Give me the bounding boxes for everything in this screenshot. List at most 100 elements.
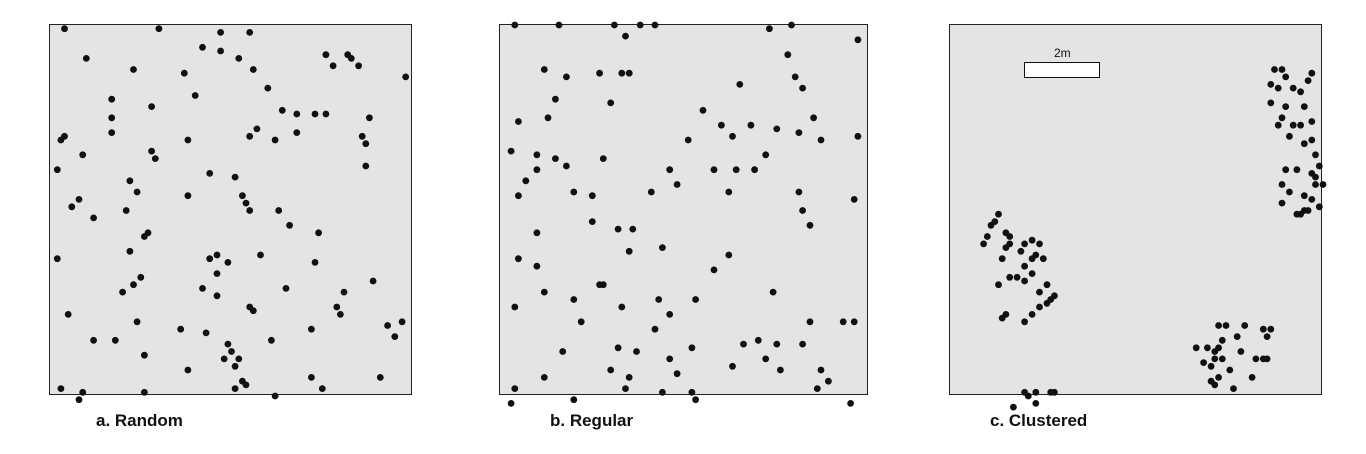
point-marker — [53, 255, 61, 263]
point-marker — [614, 344, 622, 352]
point-marker — [253, 125, 261, 133]
point-marker — [1024, 392, 1032, 400]
point-marker — [282, 285, 290, 292]
point-marker — [1021, 318, 1028, 326]
point-marker — [202, 329, 210, 337]
point-marker — [799, 84, 806, 92]
point-marker — [1274, 121, 1282, 129]
point-marker — [1308, 69, 1316, 77]
point-marker — [729, 132, 736, 140]
point-marker — [1036, 288, 1043, 296]
point-marker — [384, 322, 391, 329]
point-marker — [1282, 103, 1290, 110]
point-marker — [53, 166, 61, 174]
point-marker — [228, 348, 235, 355]
point-marker — [1282, 73, 1290, 81]
point-marker — [239, 192, 246, 200]
point-marker — [1211, 355, 1219, 363]
point-marker — [340, 288, 348, 296]
point-marker — [184, 192, 192, 200]
point-marker — [108, 114, 116, 122]
point-marker — [666, 166, 674, 174]
point-marker — [817, 136, 825, 144]
point-marker — [729, 362, 736, 370]
point-marker — [1289, 121, 1297, 129]
point-marker — [629, 225, 637, 233]
point-marker — [224, 259, 232, 266]
panel-random — [49, 24, 412, 404]
point-marker — [998, 255, 1006, 263]
point-marker — [659, 388, 666, 396]
point-marker — [1252, 355, 1260, 363]
point-marker — [1248, 374, 1256, 381]
caption-clustered: c. Clustered — [990, 411, 1088, 430]
point-marker — [1237, 348, 1245, 355]
point-marker — [1267, 325, 1275, 333]
point-marker — [1263, 333, 1271, 340]
point-marker — [570, 296, 578, 303]
point-marker — [61, 25, 68, 33]
point-marker — [625, 69, 633, 77]
point-marker — [1218, 336, 1226, 344]
point-marker — [133, 188, 141, 196]
point-marker — [311, 259, 319, 266]
point-marker — [126, 247, 134, 255]
point-marker — [987, 221, 995, 229]
point-marker — [1267, 81, 1275, 88]
point-marker — [268, 336, 275, 344]
point-marker — [1259, 325, 1267, 333]
point-marker — [980, 240, 987, 248]
point-marker — [1204, 344, 1211, 352]
point-marker — [1312, 151, 1319, 159]
point-marker — [511, 303, 519, 311]
point-marker — [293, 110, 301, 118]
point-marker — [1293, 210, 1301, 218]
point-marker — [511, 21, 519, 29]
regular-points-plot — [507, 21, 862, 407]
point-marker — [666, 355, 674, 363]
point-marker — [754, 336, 762, 344]
point-marker — [995, 210, 1002, 218]
point-marker — [213, 251, 221, 259]
point-marker — [1312, 181, 1319, 188]
point-marker — [596, 69, 603, 77]
point-marker — [108, 95, 116, 103]
point-marker — [699, 106, 707, 114]
point-marker — [618, 303, 626, 311]
point-marker — [1002, 311, 1010, 318]
point-marker — [655, 296, 663, 303]
point-marker — [854, 36, 862, 44]
point-marker — [625, 247, 633, 255]
point-marker — [544, 114, 552, 122]
scale-bar-label: 2m — [1054, 46, 1071, 60]
point-marker — [718, 121, 725, 129]
panel-clustered: 2m — [949, 24, 1327, 411]
point-marker — [1241, 322, 1249, 329]
point-marker — [559, 348, 567, 355]
point-marker — [651, 21, 659, 29]
point-marker — [983, 233, 991, 240]
point-marker — [141, 351, 148, 359]
point-marker — [1267, 99, 1275, 107]
point-marker — [1274, 84, 1282, 92]
point-marker — [1032, 400, 1040, 407]
point-marker — [311, 110, 319, 118]
point-marker — [1215, 374, 1222, 381]
point-marker — [184, 366, 192, 374]
point-marker — [666, 311, 674, 318]
point-marker — [398, 318, 406, 326]
point-marker — [1304, 207, 1312, 214]
point-marker — [75, 396, 83, 404]
point-marker — [1308, 136, 1316, 144]
point-marker — [318, 385, 326, 392]
point-marker — [206, 255, 214, 263]
caption-regular: b. Regular — [550, 411, 634, 430]
point-marker — [79, 388, 87, 396]
point-marker — [329, 62, 337, 70]
point-marker — [515, 192, 522, 200]
point-marker — [1215, 322, 1222, 329]
point-marker — [607, 99, 615, 107]
point-marker — [271, 392, 279, 400]
point-marker — [148, 147, 155, 155]
point-marker — [766, 25, 773, 33]
